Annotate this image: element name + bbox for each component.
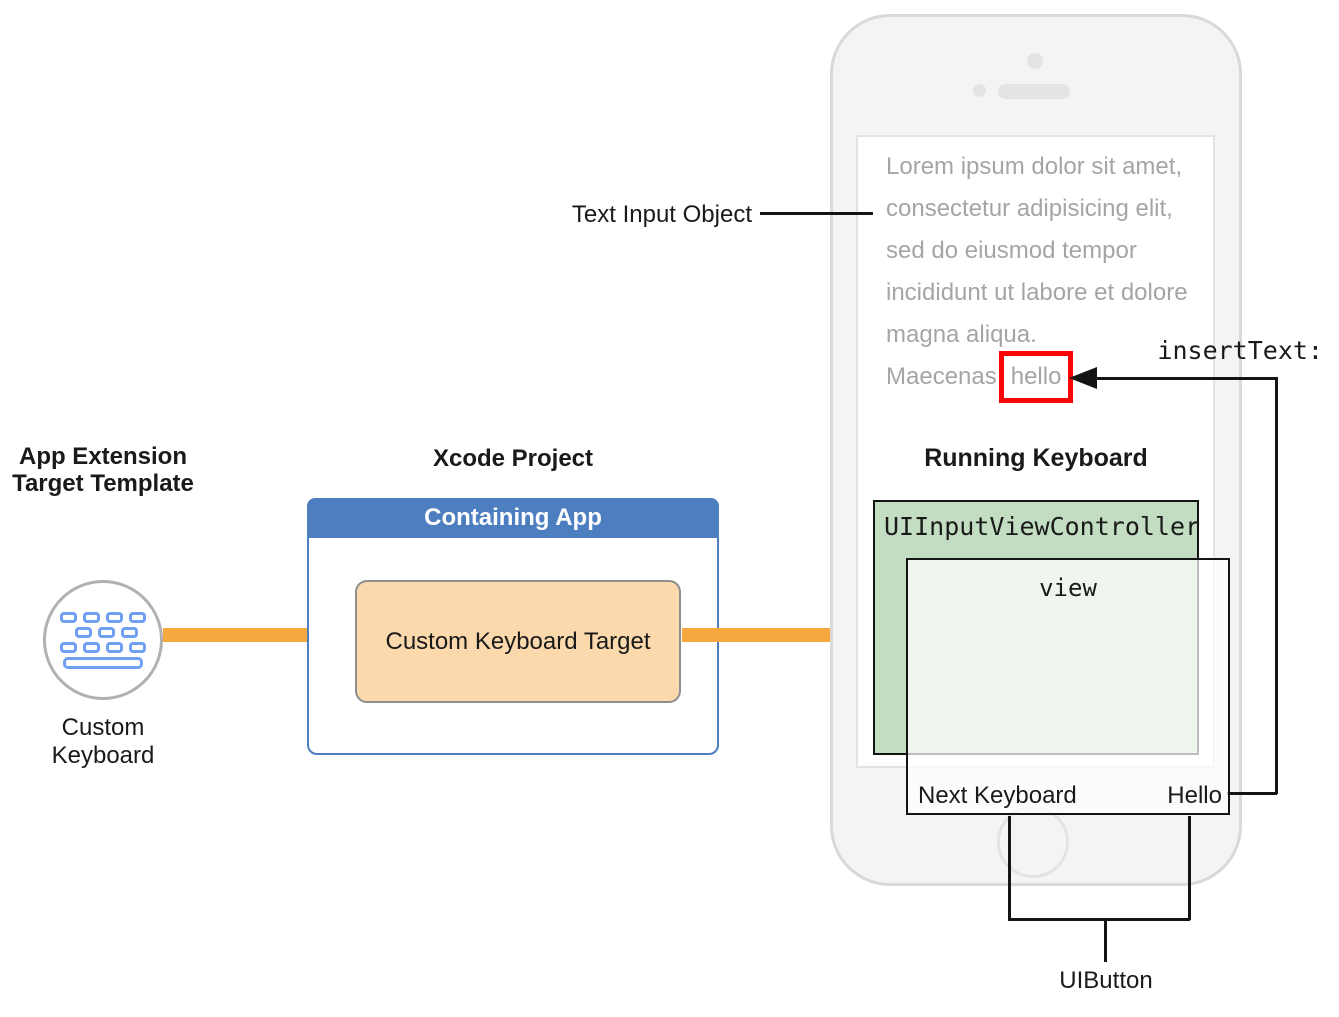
custom-keyboard-caption-line2: Keyboard — [51, 742, 155, 769]
app-extension-title-line1: App Extension — [18, 443, 187, 470]
keyboard-icon-row — [60, 611, 146, 623]
insert-arrow-horizontal-line — [1096, 377, 1277, 380]
custom-keyboard-caption: Custom Keyboard — [13, 714, 193, 770]
uibutton-connector-right-line — [1188, 816, 1191, 920]
custom-keyboard-target-label: Custom Keyboard Target — [385, 627, 651, 655]
view-box — [906, 558, 1230, 815]
custom-keyboard-caption-line1: Custom — [61, 714, 145, 741]
insert-text-label: insertText: — [1157, 336, 1323, 365]
lorem-line: incididunt ut labore et dolore — [886, 279, 1188, 306]
insert-arrow-vertical-line — [1275, 377, 1278, 794]
running-keyboard-title: Running Keyboard — [924, 444, 1148, 472]
view-label: view — [1039, 574, 1097, 602]
app-extension-title-line2: Target Template — [12, 470, 194, 497]
keyboard-icon-row — [60, 641, 146, 653]
lorem-line: magna aliqua. — [886, 321, 1037, 348]
custom-keyboard-badge — [43, 580, 163, 700]
next-keyboard-button-label: Next Keyboard — [918, 782, 1077, 809]
uiinputviewcontroller-label: UIInputViewController — [884, 512, 1201, 541]
speaker-slot-icon — [998, 84, 1070, 99]
orange-arrow-right-shaft — [682, 628, 844, 642]
uibutton-label: UIButton — [1059, 967, 1153, 994]
keyboard-icon — [60, 611, 146, 669]
hello-button-label: Hello — [1167, 782, 1222, 809]
lorem-line: sed do eiusmod tempor — [886, 237, 1137, 264]
uibutton-connector-horizontal-line — [1008, 918, 1190, 921]
keyboard-icon-row — [74, 626, 138, 638]
uibutton-connector-stem-line — [1104, 920, 1107, 962]
sensor-dot-icon — [973, 84, 986, 97]
app-extension-title: App Extension Target Template — [0, 443, 206, 497]
lorem-line: consectetur adipisicing elit, — [886, 195, 1173, 222]
lorem-line6-prefix: Maecenas — [886, 363, 997, 390]
containing-app-header: Containing App — [307, 498, 719, 538]
lorem-line: Lorem ipsum dolor sit amet, — [886, 153, 1183, 180]
text-input-object-label: Text Input Object — [571, 201, 752, 228]
hello-highlight-box: hello — [998, 351, 1074, 403]
custom-keyboard-target-box: Custom Keyboard Target — [355, 580, 681, 703]
xcode-project-title: Xcode Project — [432, 445, 594, 472]
text-input-object-pointer-line — [760, 212, 873, 215]
hello-connector-line — [1227, 792, 1277, 795]
orange-arrow-left-shaft — [163, 628, 323, 642]
insert-arrowhead-icon — [1069, 367, 1097, 389]
inserted-word: hello — [1010, 363, 1062, 390]
camera-dot-icon — [1027, 53, 1043, 69]
keyboard-icon-spacebar — [63, 656, 143, 669]
uibutton-connector-left-line — [1008, 816, 1011, 920]
